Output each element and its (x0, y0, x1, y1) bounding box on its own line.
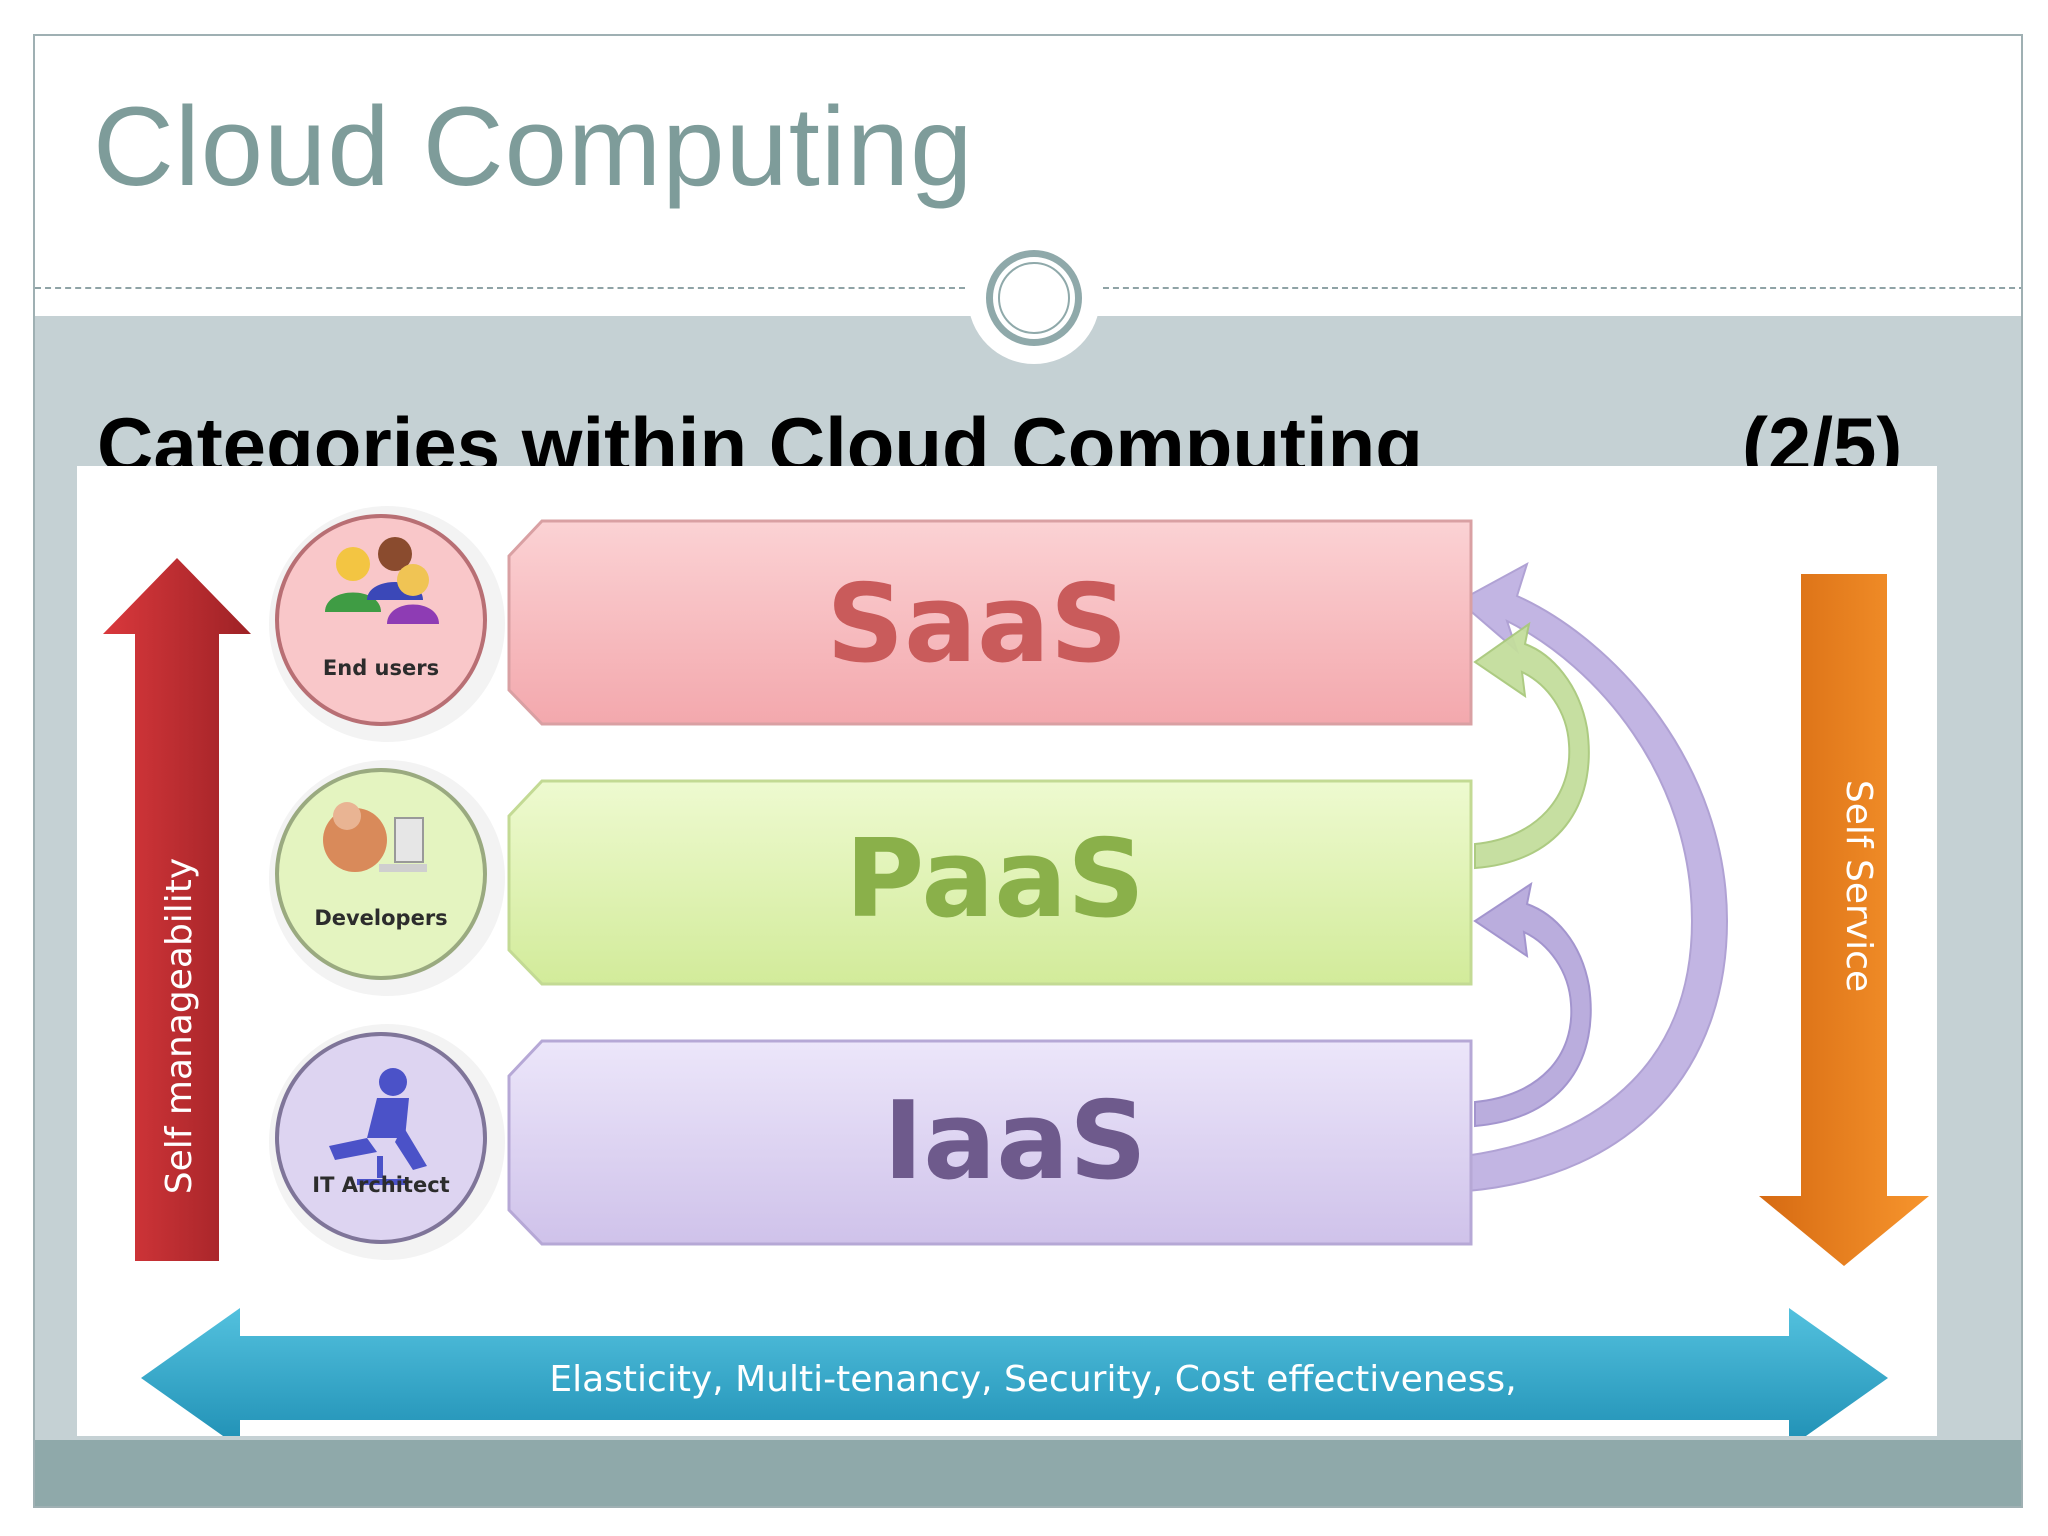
developers-icon (323, 802, 427, 872)
end-users-label: End users (323, 656, 439, 680)
slide: Cloud Computing Categories within Cloud … (33, 34, 2023, 1508)
slide-title: Cloud Computing (93, 84, 974, 209)
it-architect-label: IT Architect (312, 1173, 449, 1197)
paas-layer (507, 779, 1473, 986)
iaas-layer (507, 1039, 1473, 1246)
paas-to-saas-curve (1473, 621, 1590, 870)
end-users-icon (325, 537, 439, 624)
attributes-arrow (141, 1308, 1888, 1436)
saas-layer (507, 519, 1473, 726)
self-service-label: Self Service (1838, 780, 1879, 992)
iaas-to-saas-curve (1457, 561, 1729, 1193)
developers-label: Developers (314, 906, 447, 930)
it-architect-icon (329, 1068, 427, 1185)
footer-band (35, 1440, 2021, 1506)
divider-ring-icon (986, 250, 1082, 346)
attributes-label: Elasticity, Multi-tenancy, Security, Cos… (549, 1359, 1516, 1400)
divider-line-left (35, 287, 965, 289)
divider-line-right (1103, 287, 2021, 289)
iaas-to-paas-curve (1473, 881, 1592, 1128)
diagram-canvas: Self manageability Self Service E (103, 506, 1929, 1436)
paas-label: PaaS (845, 817, 1145, 942)
saas-label: SaaS (826, 562, 1127, 687)
self-manageability-label: Self manageability (159, 858, 200, 1194)
self-manageability-arrow (103, 558, 251, 1261)
iaas-label: IaaS (883, 1079, 1147, 1204)
cloud-layers-diagram: Self manageability Self Service E (77, 466, 1937, 1436)
self-service-arrow (1759, 574, 1929, 1266)
